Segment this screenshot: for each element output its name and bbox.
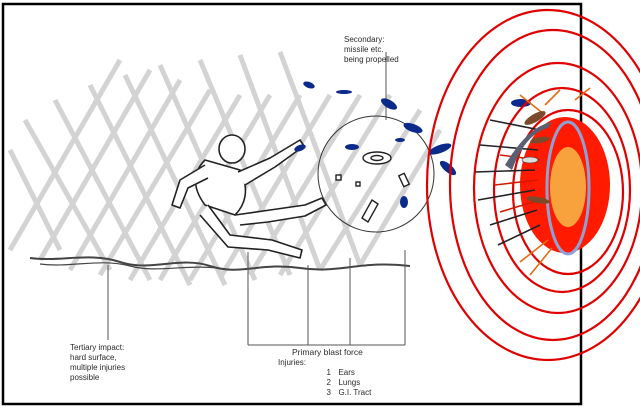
blast-core [520,117,610,256]
leader-lines [107,52,406,346]
debris-shards [505,111,552,204]
injury-item: 3 G.I. Tract [322,378,371,398]
injury-item: 2 Lungs [322,368,360,388]
blast-arrows [474,87,591,276]
injury-number: 3 [326,388,331,397]
primary-blast-title: Primary blast force [292,347,363,357]
blast-rings [425,8,640,362]
blue-debris [294,81,531,208]
missile-debris [335,151,411,224]
tertiary-label: Tertiary impact: hard surface, multiple … [70,343,126,382]
secondary-missile-circle [317,115,435,233]
injury-number: 1 [326,368,331,377]
injury-name: Ears [338,368,355,377]
injury-name: G.I. Tract [338,388,372,397]
injuries-lead: Injuries: [278,358,307,367]
injury-name: Lungs [338,378,361,387]
ground-line [29,256,411,271]
secondary-label: Secondary: missile etc. being propelled [344,35,399,64]
injury-number: 2 [326,378,331,387]
person-figure [171,134,327,259]
injury-item: 1 Ears [322,358,355,378]
